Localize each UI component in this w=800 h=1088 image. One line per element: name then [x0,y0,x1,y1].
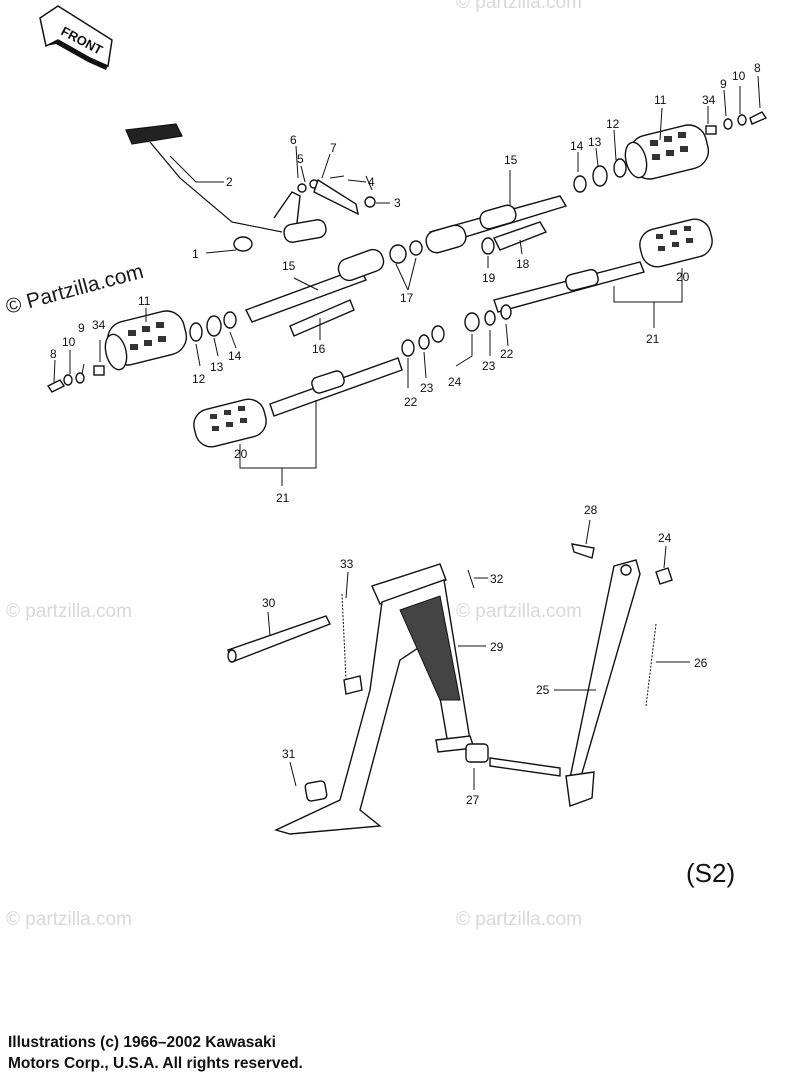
callout-4: 4 [368,175,375,189]
stand-small-parts [304,543,673,802]
callout-29: 29 [490,640,504,654]
callout-12: 12 [606,117,620,131]
callout-labels: 1 2 3 4 5 6 7 8 9 10 11 12 13 14 15 34 1… [50,61,761,807]
callout-13: 13 [210,360,224,374]
callout-22: 22 [404,395,418,409]
copyright-line-1: Illustrations (c) 1966–2002 Kawasaki [8,1034,276,1051]
callout-24: 24 [658,531,672,545]
watermark-text: © partzilla.com [456,601,582,622]
callout-10: 10 [62,335,76,349]
stand-springs [341,593,657,707]
callout-23: 23 [420,381,434,395]
callout-14: 14 [228,349,242,363]
callout-21: 21 [646,332,660,346]
callout-1: 1 [192,247,199,261]
callout-18: 18 [516,257,530,271]
callout-34: 34 [702,93,716,107]
callout-15: 15 [282,259,296,273]
footrest-bushings [389,221,548,264]
callout-6: 6 [290,133,297,147]
center-stand [274,563,475,835]
front-arrow-icon: FRONT [39,5,113,70]
callout-31: 31 [282,747,296,761]
callout-27: 27 [466,793,480,807]
callout-26: 26 [694,656,708,670]
callout-9: 9 [78,321,85,335]
side-stand [489,559,641,807]
watermark-text: © partzilla.com [6,601,132,622]
callout-34: 34 [92,318,106,332]
callout-19: 19 [482,271,496,285]
callout-33: 33 [340,557,354,571]
callout-21: 21 [276,491,290,505]
callout-14: 14 [570,139,584,153]
callout-13: 13 [588,135,602,149]
callout-2: 2 [226,175,233,189]
callout-8: 8 [50,347,57,361]
callout-11: 11 [138,294,151,308]
callout-20: 20 [234,447,248,461]
passenger-footrest-left [193,325,445,448]
callout-17: 17 [400,291,414,305]
watermark-main: © Partzilla.com [3,260,146,319]
copyright-notice: Illustrations (c) 1966–2002 Kawasaki Mot… [8,1032,528,1074]
callout-3: 3 [394,196,401,210]
stand-pivot-shaft [227,615,331,663]
callout-25: 25 [536,683,550,697]
callout-9: 9 [720,77,727,91]
footrest-shaft-left [46,248,385,393]
pedal-small-parts [297,175,376,216]
passenger-footrest-right [464,218,713,332]
callout-30: 30 [262,596,276,610]
footrest-shaft-right [425,111,768,254]
brake-pedal [125,123,327,252]
callout-8: 8 [754,61,761,75]
callout-10: 10 [732,69,746,83]
copyright-line-2: Motors Corp., U.S.A. All rights reserved… [8,1055,303,1072]
callout-32: 32 [490,572,504,586]
watermark-text: © partzilla.com [6,909,132,930]
watermark-text: © partzilla.com [456,0,582,13]
callout-20: 20 [676,270,690,284]
callout-24: 24 [448,375,462,389]
callout-15: 15 [504,153,518,167]
callout-11: 11 [654,93,667,107]
callout-22: 22 [500,347,514,361]
watermark-text: © partzilla.com [456,909,582,930]
variant-label: (S2) [686,858,735,888]
callout-12: 12 [192,372,206,386]
callout-5: 5 [297,152,304,166]
callout-16: 16 [312,342,326,356]
callout-7: 7 [330,141,337,155]
callout-23: 23 [482,359,496,373]
callout-28: 28 [584,503,598,517]
leader-lines [53,75,761,790]
